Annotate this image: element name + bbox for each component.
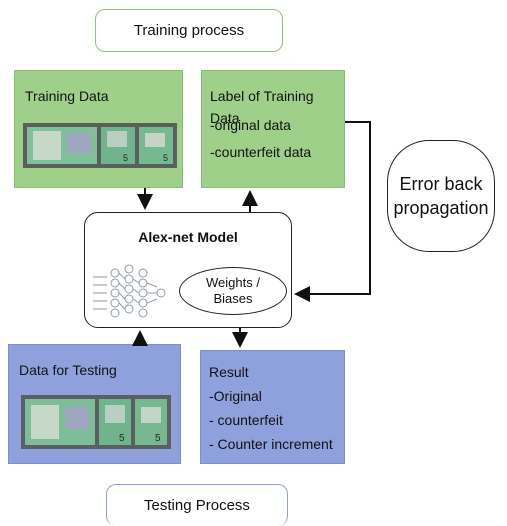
training-process-header: Training process	[95, 9, 283, 52]
arrow-labels-feedback	[294, 121, 371, 302]
svg-text:5: 5	[119, 433, 125, 444]
label-training-data-box: Label of Training Data -original data -c…	[201, 70, 345, 188]
label-item-original: -original data	[210, 117, 291, 133]
svg-text:5: 5	[123, 153, 128, 163]
testing-data-title: Data for Testing	[19, 362, 117, 378]
result-box: Result -Original - counterfeit - Counter…	[200, 350, 345, 464]
svg-text:5: 5	[163, 153, 168, 163]
label-training-data-title: Label of Training Data	[210, 88, 314, 126]
testing-process-label: Testing Process	[144, 497, 250, 514]
result-title: Result	[209, 364, 249, 380]
result-item-counterfeit: - counterfeit	[209, 412, 283, 428]
result-item-counter-increment: - Counter increment	[209, 436, 333, 452]
weights-label: Weights /	[206, 275, 260, 290]
training-data-title: Training Data	[25, 88, 109, 104]
weights-biases-ellipse: Weights / Biases	[179, 267, 287, 315]
svg-text:5: 5	[155, 433, 161, 444]
error-backpropagation-box: Error back propagation	[387, 140, 495, 252]
banknotes-image: 5 5	[21, 395, 171, 449]
biases-label: Biases	[213, 291, 253, 306]
error-back-line2: propagation	[393, 198, 489, 218]
testing-process-footer: Testing Process	[106, 484, 288, 526]
alexnet-model-box: Alex-net Model Weights / Biases	[84, 212, 292, 328]
error-back-line1: Error back	[399, 174, 483, 194]
banknotes-image: 5 5	[23, 123, 177, 168]
result-item-original: -Original	[209, 388, 262, 404]
training-process-label: Training process	[133, 22, 245, 39]
label-item-counterfeit: -counterfeit data	[210, 144, 312, 160]
alexnet-model-title: Alex-net Model	[138, 229, 238, 245]
testing-data-box: Data for Testing 5 5	[8, 344, 181, 464]
training-data-box: Training Data 5 5	[14, 70, 183, 188]
neural-network-icon	[93, 264, 166, 318]
